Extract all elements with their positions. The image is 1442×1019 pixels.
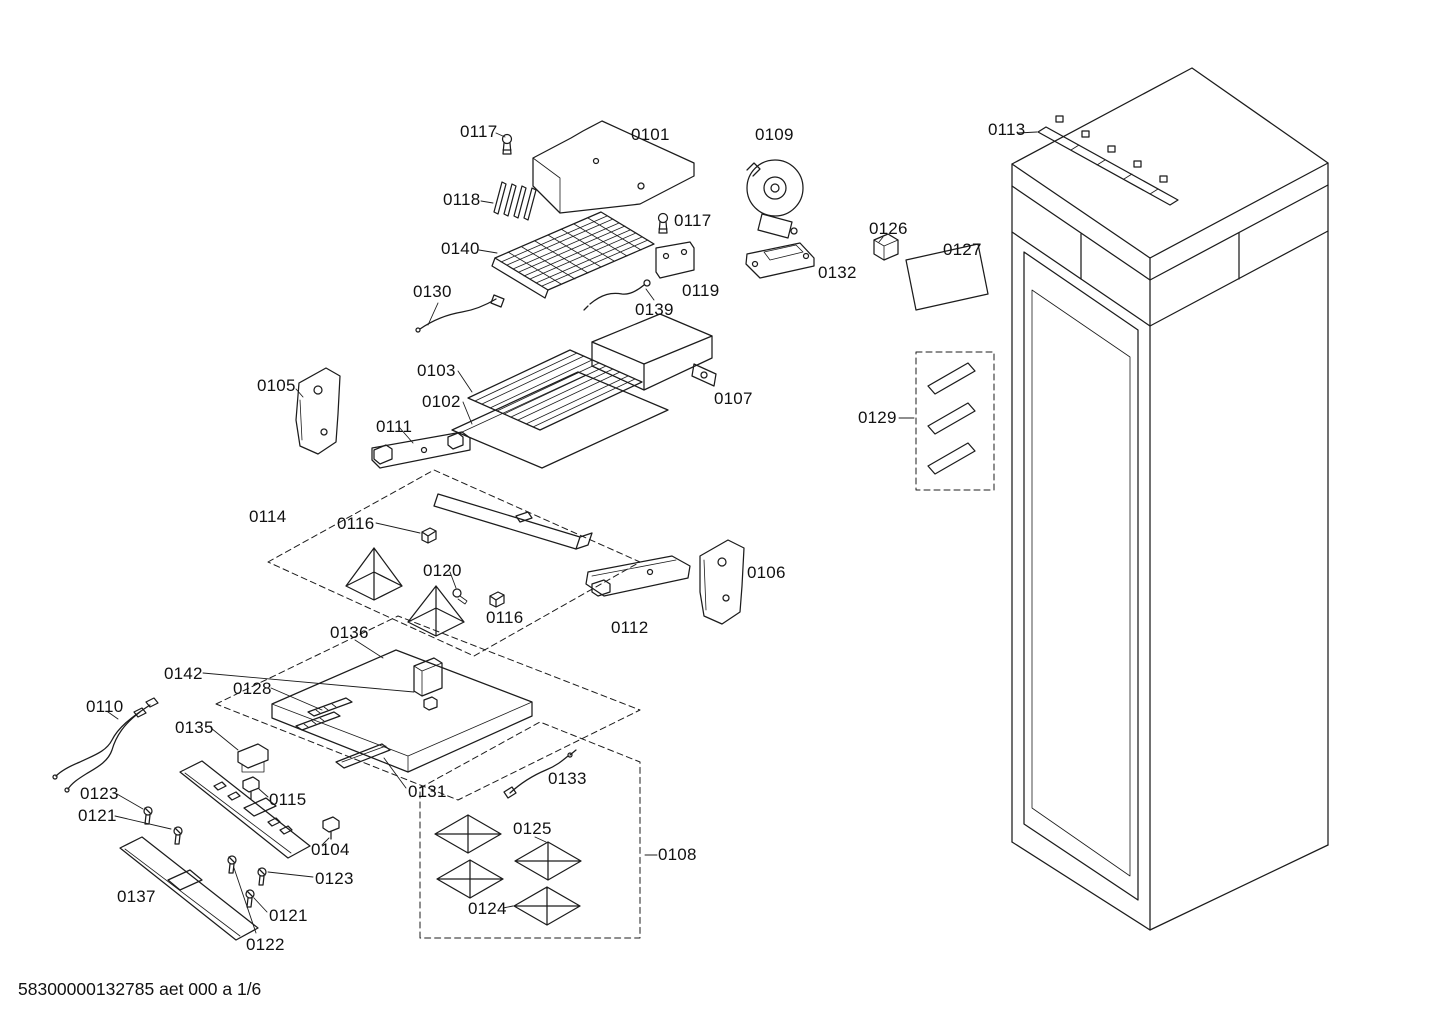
part-label-0120: 0120 [423, 561, 462, 580]
part-label-0106: 0106 [747, 563, 786, 582]
part-0102-panel-drawing [451, 371, 669, 469]
part-0113-top-rail-drawing [1037, 115, 1179, 206]
part-label-0121-upper: 0121 [78, 806, 117, 825]
part-0109-fan-drawing [746, 159, 804, 239]
part-label-0107: 0107 [714, 389, 753, 408]
part-0137-mask-drawing [119, 836, 259, 941]
part-label-0116-left: 0116 [337, 514, 375, 533]
part-label-0105: 0105 [257, 376, 296, 395]
part-0101-cover-drawing [532, 120, 695, 214]
part-0127-panel-drawing [905, 243, 989, 311]
part-label-0124: 0124 [468, 899, 507, 918]
part-0126-bracket-drawing [873, 233, 899, 261]
part-label-0115: 0115 [269, 790, 307, 809]
part-0107-tray-drawing [591, 313, 717, 391]
part-label-0140: 0140 [441, 239, 480, 258]
part-label-0136: 0136 [330, 623, 369, 642]
part-0132-bracket-drawing [745, 242, 815, 279]
part-0133-wire-drawing [503, 749, 577, 799]
part-0129-strips-drawing [915, 351, 995, 491]
part-0117-screws-drawing [501, 133, 669, 234]
document-code: 58300000132785 aet 000 a 1/6 [18, 979, 262, 999]
part-label-0118: 0118 [443, 190, 481, 209]
part-label-0142: 0142 [164, 664, 203, 683]
part-0111-bracket-drawing [371, 431, 471, 469]
part-label-0102: 0102 [422, 392, 461, 411]
part-label-0126: 0126 [869, 219, 908, 238]
part-label-0114: 0114 [249, 507, 287, 526]
part-label-0132: 0132 [818, 263, 857, 282]
part-0118-fins-drawing [493, 181, 537, 221]
part-0108-region-drawing [419, 721, 641, 939]
part-label-0129: 0129 [858, 408, 897, 427]
part-label-0101: 0101 [631, 125, 670, 144]
part-label-0123-lower: 0123 [315, 869, 354, 888]
part-label-0135: 0135 [175, 718, 214, 737]
part-label-0131: 0131 [408, 782, 447, 801]
part-label-0130: 0130 [413, 282, 452, 301]
part-0139-wire-drawing [583, 279, 651, 311]
part-0112-bracket-drawing [585, 555, 691, 597]
part-label-0117-mid: 0117 [674, 211, 712, 230]
part-label-0139: 0139 [635, 300, 674, 319]
part-0131-strip-drawing [335, 743, 391, 769]
part-label-0123-upper: 0123 [80, 784, 119, 803]
part-0104-clip-drawing [322, 816, 340, 840]
part-label-0113: 0113 [988, 120, 1026, 139]
part-0136-panel-drawing [271, 649, 533, 773]
part-0135-drawing [237, 743, 269, 773]
part-0140-evaporator-drawing [491, 211, 655, 299]
part-label-0111: 0111 [376, 417, 413, 436]
part-label-0117-top: 0117 [460, 122, 498, 141]
part-label-0125: 0125 [513, 819, 552, 838]
part-label-0116-right: 0116 [486, 608, 524, 627]
part-label-0112: 0112 [611, 618, 649, 637]
part-0119-bracket-drawing [655, 241, 695, 279]
part-0130-wire-drawing [415, 294, 505, 333]
middle-region-outline [215, 615, 641, 801]
part-label-0110: 0110 [86, 697, 124, 716]
part-label-0128: 0128 [233, 679, 272, 698]
control-board-panel-drawing [179, 760, 311, 859]
cabinet-body-drawing [1011, 67, 1329, 931]
part-0105-bracket-drawing [295, 367, 341, 455]
part-label-0108: 0108 [658, 845, 697, 864]
part-label-0137: 0137 [117, 887, 156, 906]
fastener-screws-drawing [143, 806, 267, 908]
part-label-0119: 0119 [682, 281, 720, 300]
part-label-0121-lower: 0121 [269, 906, 308, 925]
part-label-0103: 0103 [417, 361, 456, 380]
lamp-rail-drawing [433, 493, 593, 550]
part-label-0133: 0133 [548, 769, 587, 788]
part-0106-bracket-drawing [699, 539, 745, 625]
part-label-0109: 0109 [755, 125, 794, 144]
part-0103-grille-drawing [467, 349, 643, 431]
part-label-0104: 0104 [311, 840, 350, 859]
part-0115-clip-drawing [242, 776, 260, 800]
part-label-0127: 0127 [943, 240, 982, 259]
leader-lines [107, 131, 1038, 934]
part-0124-0125-pads-drawing [434, 814, 582, 926]
part-0110-wires-drawing [52, 697, 159, 793]
part-label-0122: 0122 [246, 935, 285, 954]
